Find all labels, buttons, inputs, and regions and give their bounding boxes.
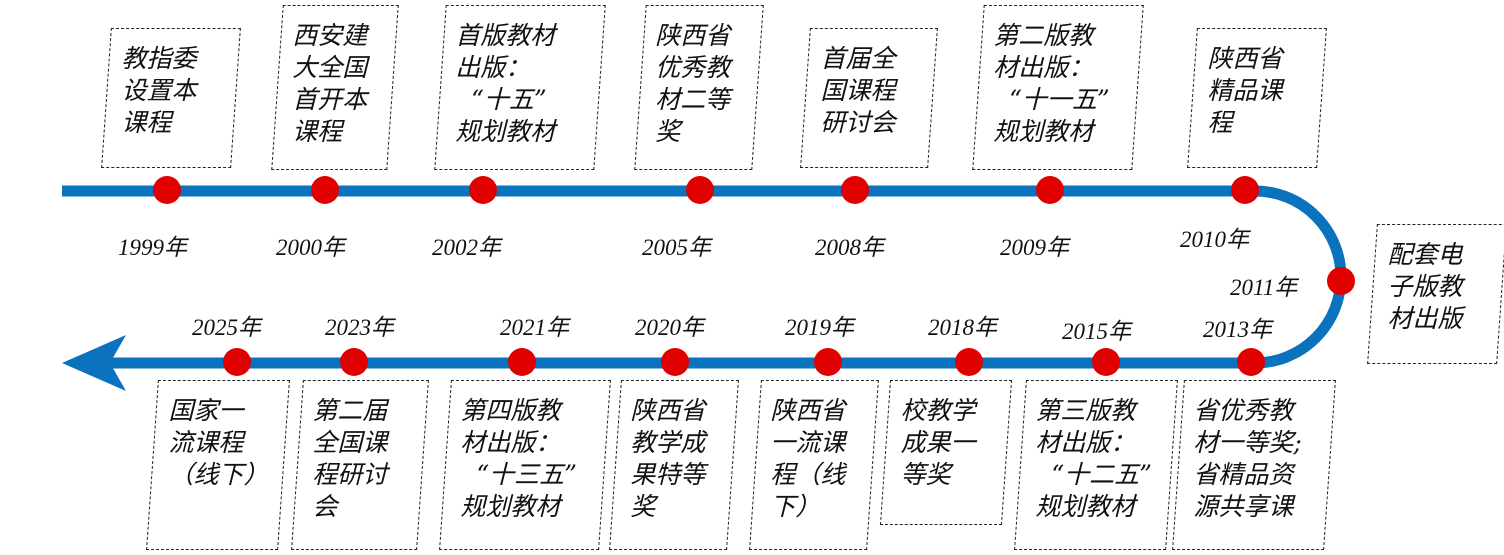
milestone-dot xyxy=(508,348,536,376)
milestone-year: 2021年 xyxy=(500,315,569,340)
milestone-box: 陕西省 精品课 程 xyxy=(1187,28,1327,168)
milestone-dot xyxy=(1036,176,1064,204)
milestone-text: 第三版教 材出版： “十二五” 规划教材 xyxy=(1035,396,1152,521)
milestone-dot xyxy=(1231,176,1259,204)
milestone-year: 2019年 xyxy=(785,315,854,340)
milestone-text: 配套电 子版教 材出版 xyxy=(1387,240,1463,333)
milestone-year: 2009年 xyxy=(1000,235,1069,260)
arrow-head-icon xyxy=(62,335,126,391)
milestone-box: 首版教材 出版： “十五” 规划教材 xyxy=(434,5,606,170)
milestone-dot xyxy=(841,176,869,204)
milestone-dot xyxy=(814,348,842,376)
milestone-year: 2025年 xyxy=(192,315,261,340)
milestone-box: 西安建 大全国 首开本 课程 xyxy=(271,5,399,170)
milestone-box: 国家一 流课程 （线下） xyxy=(146,380,290,550)
milestone-text: 第二届 全国课 程研讨 会 xyxy=(312,396,388,521)
milestone-dot xyxy=(686,176,714,204)
milestone-year: 2023年 xyxy=(325,315,394,340)
milestone-box: 陕西省 一流课 程（线 下） xyxy=(749,380,879,550)
milestone-box: 配套电 子版教 材出版 xyxy=(1367,224,1504,364)
milestone-year: 2020年 xyxy=(635,315,704,340)
milestone-dot xyxy=(153,176,181,204)
milestone-dot xyxy=(1327,267,1355,295)
milestone-year: 2008年 xyxy=(815,235,884,260)
milestone-box: 教指委 设置本 课程 xyxy=(101,28,241,168)
milestone-year: 2010年 xyxy=(1180,227,1249,252)
milestone-text: 陕西省 精品课 程 xyxy=(1207,44,1283,137)
milestone-text: 首版教材 出版： “十五” 规划教材 xyxy=(455,21,556,146)
milestone-text: 陕西省 教学成 果特等 奖 xyxy=(630,396,706,521)
milestone-dot xyxy=(1092,348,1120,376)
milestone-box: 陕西省 优秀教 材二等 奖 xyxy=(634,5,764,170)
milestone-year: 2000年 xyxy=(276,235,345,260)
milestone-dot xyxy=(955,348,983,376)
milestone-dot xyxy=(469,176,497,204)
milestone-text: 首届全 国课程 研讨会 xyxy=(820,44,896,137)
milestone-year: 2002年 xyxy=(432,235,501,260)
milestone-box: 陕西省 教学成 果特等 奖 xyxy=(609,380,739,550)
milestone-box: 第二届 全国课 程研讨 会 xyxy=(291,380,429,550)
milestone-year: 2005年 xyxy=(642,235,711,260)
milestone-box: 第二版教 材出版： “十一五” 规划教材 xyxy=(972,5,1144,170)
milestone-text: 第四版教 材出版： “十三五” 规划教材 xyxy=(460,396,577,521)
milestone-year: 2011年 xyxy=(1230,275,1298,300)
milestone-box: 省优秀教 材一等奖; 省精品资 源共享课 xyxy=(1172,380,1336,550)
milestone-box: 第四版教 材出版： “十三五” 规划教材 xyxy=(439,380,611,550)
milestone-text: 校教学 成果一 等奖 xyxy=(900,396,976,489)
milestone-text: 国家一 流课程 （线下） xyxy=(168,396,269,489)
milestone-text: 第二版教 材出版： “十一五” 规划教材 xyxy=(993,21,1110,146)
milestone-text: 陕西省 优秀教 材二等 奖 xyxy=(655,21,731,146)
milestone-dot xyxy=(661,348,689,376)
milestone-text: 省优秀教 材一等奖; 省精品资 源共享课 xyxy=(1193,396,1302,521)
milestone-year: 2015年 xyxy=(1062,319,1131,344)
milestone-box: 校教学 成果一 等奖 xyxy=(879,380,1013,525)
milestone-dot xyxy=(1237,348,1265,376)
milestone-year: 2013年 xyxy=(1203,317,1272,342)
milestone-text: 西安建 大全国 首开本 课程 xyxy=(292,21,368,146)
milestone-text: 教指委 设置本 课程 xyxy=(121,44,197,137)
milestone-dot xyxy=(223,348,251,376)
milestone-dot xyxy=(340,348,368,376)
milestone-text: 陕西省 一流课 程（线 下） xyxy=(770,396,846,521)
milestone-box: 第三版教 材出版： “十二五” 规划教材 xyxy=(1014,380,1178,550)
milestone-box: 首届全 国课程 研讨会 xyxy=(800,28,938,168)
milestone-dot xyxy=(311,176,339,204)
milestone-year: 1999年 xyxy=(118,235,187,260)
milestone-year: 2018年 xyxy=(928,315,997,340)
